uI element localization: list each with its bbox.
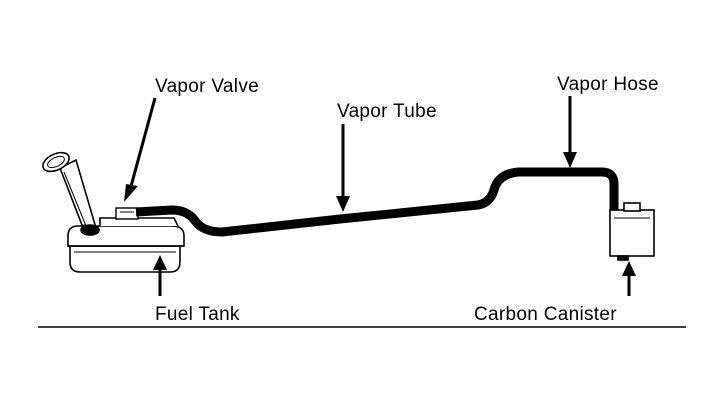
carbon-canister-label: Carbon Canister bbox=[474, 304, 617, 325]
carbon-canister-arrow bbox=[622, 261, 636, 296]
fuel-tank-label: Fuel Tank bbox=[155, 304, 240, 325]
vapor-hose-label: Vapor Hose bbox=[557, 74, 659, 95]
fuel-tank-arrow bbox=[153, 255, 167, 296]
vapor-valve bbox=[115, 207, 139, 220]
carbon-canister bbox=[609, 202, 655, 261]
filler-neck bbox=[42, 151, 100, 236]
vapor-tube-label: Vapor Tube bbox=[337, 101, 437, 122]
vapor-hose-arrow bbox=[563, 96, 577, 168]
vapor-valve-label: Vapor Valve bbox=[155, 76, 259, 97]
leader-arrows bbox=[124, 96, 636, 296]
vapor-tube bbox=[135, 167, 619, 237]
vapor-valve-arrow bbox=[124, 97, 157, 202]
vapor-tube-arrow bbox=[336, 124, 350, 212]
